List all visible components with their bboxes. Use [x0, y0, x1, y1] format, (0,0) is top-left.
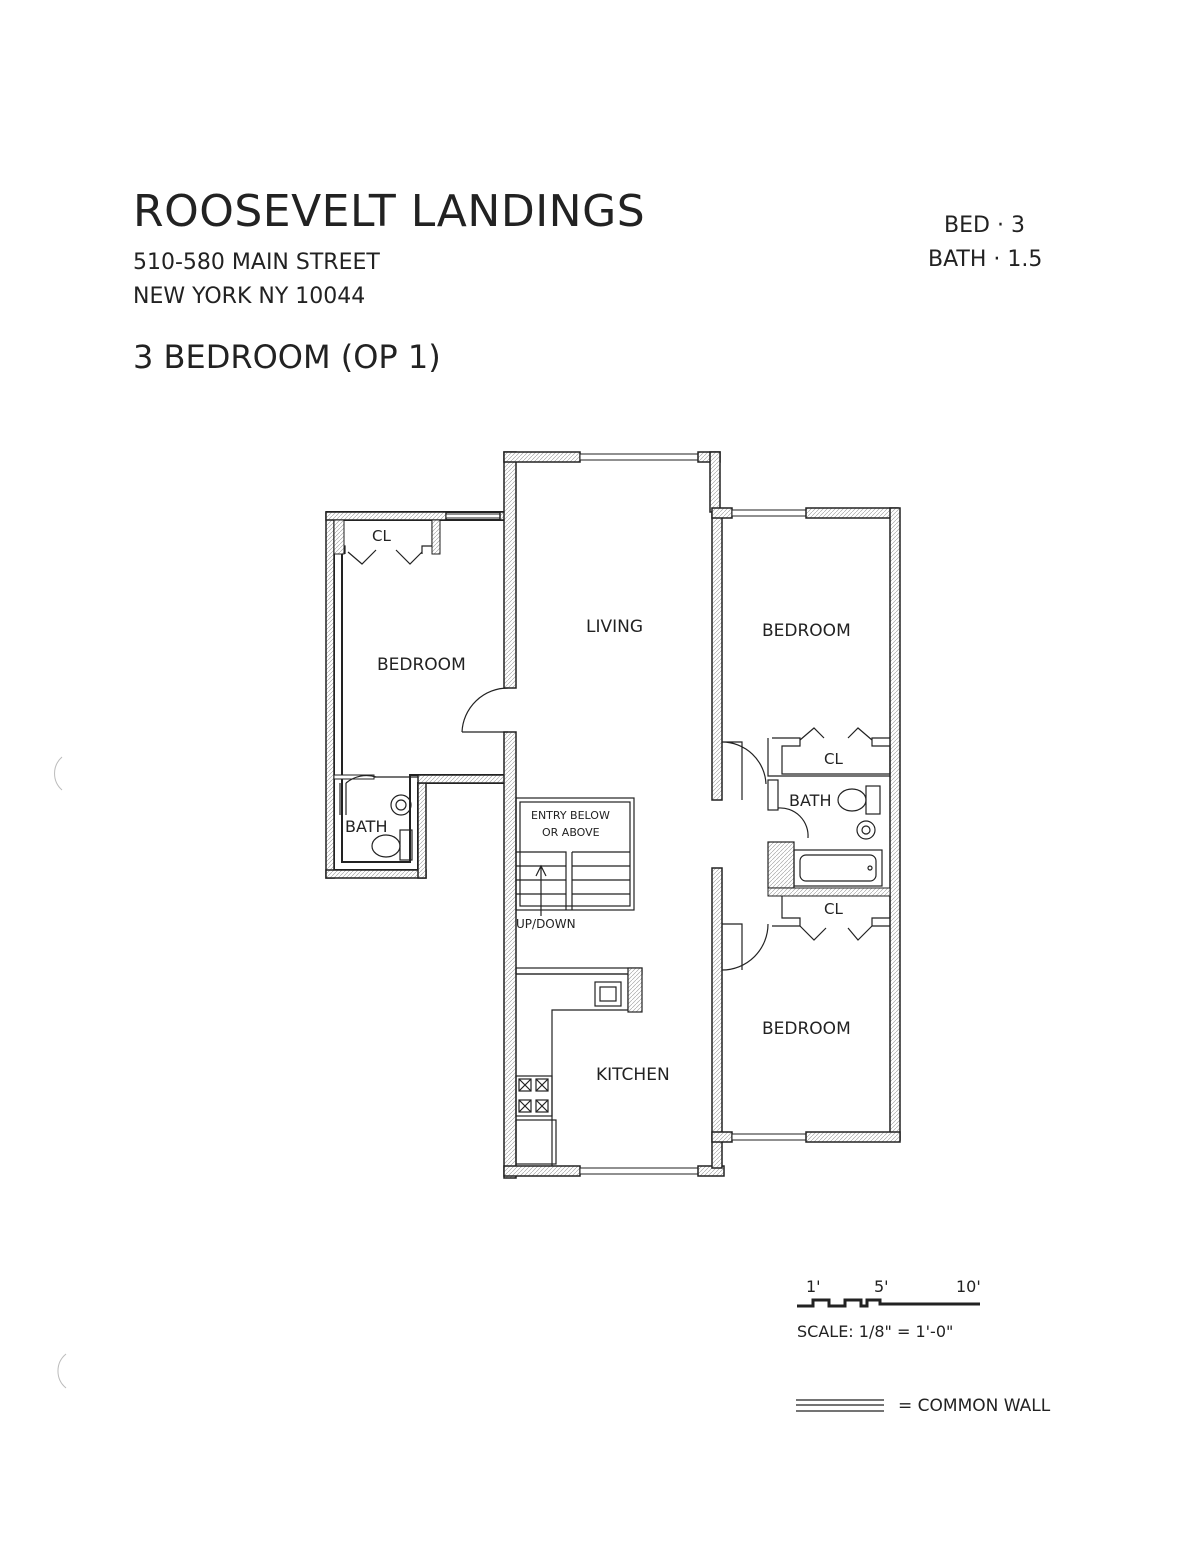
- punch-hole-mark: [54, 756, 63, 791]
- address-line-1: 510-580 MAIN STREET: [133, 250, 380, 275]
- bullet-icon: ·: [996, 213, 1011, 238]
- common-wall-symbol: [796, 1399, 884, 1412]
- scale-tick-10: 10': [956, 1277, 981, 1296]
- legend: = COMMON WALL: [796, 1396, 1051, 1416]
- bath-right-label: BATH: [789, 791, 831, 810]
- scale-bar: 1' 5' 10' SCALE: 1/8" = 1'-0": [797, 1277, 981, 1341]
- bedroom-right-top-label: BEDROOM: [762, 621, 851, 641]
- entry-label-line2: OR ABOVE: [542, 826, 600, 839]
- punch-hole-mark: [57, 1353, 67, 1389]
- bed-value: 3: [1010, 213, 1025, 238]
- left-bedroom-wing: [325, 511, 511, 879]
- bedroom-right-bottom-label: BEDROOM: [762, 1019, 851, 1039]
- kitchen-label: KITCHEN: [596, 1065, 670, 1085]
- living-label: LIVING: [586, 617, 643, 637]
- bedroom-left-label: BEDROOM: [377, 655, 466, 675]
- scale-label: SCALE: 1/8" = 1'-0": [797, 1322, 953, 1341]
- bath-count: BATH · 1.5: [928, 247, 1042, 272]
- closet-right-bottom-label: CL: [824, 900, 843, 918]
- address-line-2: NEW YORK NY 10044: [133, 284, 366, 309]
- closet-right-top-label: CL: [824, 750, 843, 768]
- right-wing: [711, 507, 901, 1143]
- room-labels: CL BEDROOM LIVING BEDROOM CL BATH BATH E…: [345, 527, 851, 1085]
- bed-count: BED · 3: [944, 213, 1025, 238]
- bath-left-label: BATH: [345, 817, 387, 836]
- building-title: ROOSEVELT LANDINGS: [133, 186, 646, 237]
- bath-label: BATH: [928, 247, 987, 272]
- living-core: [461, 451, 725, 1179]
- closet-left-label: CL: [372, 527, 391, 545]
- stairs-label: UP/DOWN: [516, 917, 576, 931]
- scale-tick-1: 1': [806, 1277, 821, 1296]
- unit-type: 3 BEDROOM (OP 1): [133, 338, 441, 376]
- bath-value: 1.5: [1007, 247, 1043, 272]
- common-wall-label: = COMMON WALL: [898, 1396, 1051, 1416]
- scale-tick-5: 5': [874, 1277, 889, 1296]
- bullet-icon: ·: [993, 247, 1008, 272]
- entry-label-line1: ENTRY BELOW: [531, 809, 610, 822]
- bed-label: BED: [944, 213, 990, 238]
